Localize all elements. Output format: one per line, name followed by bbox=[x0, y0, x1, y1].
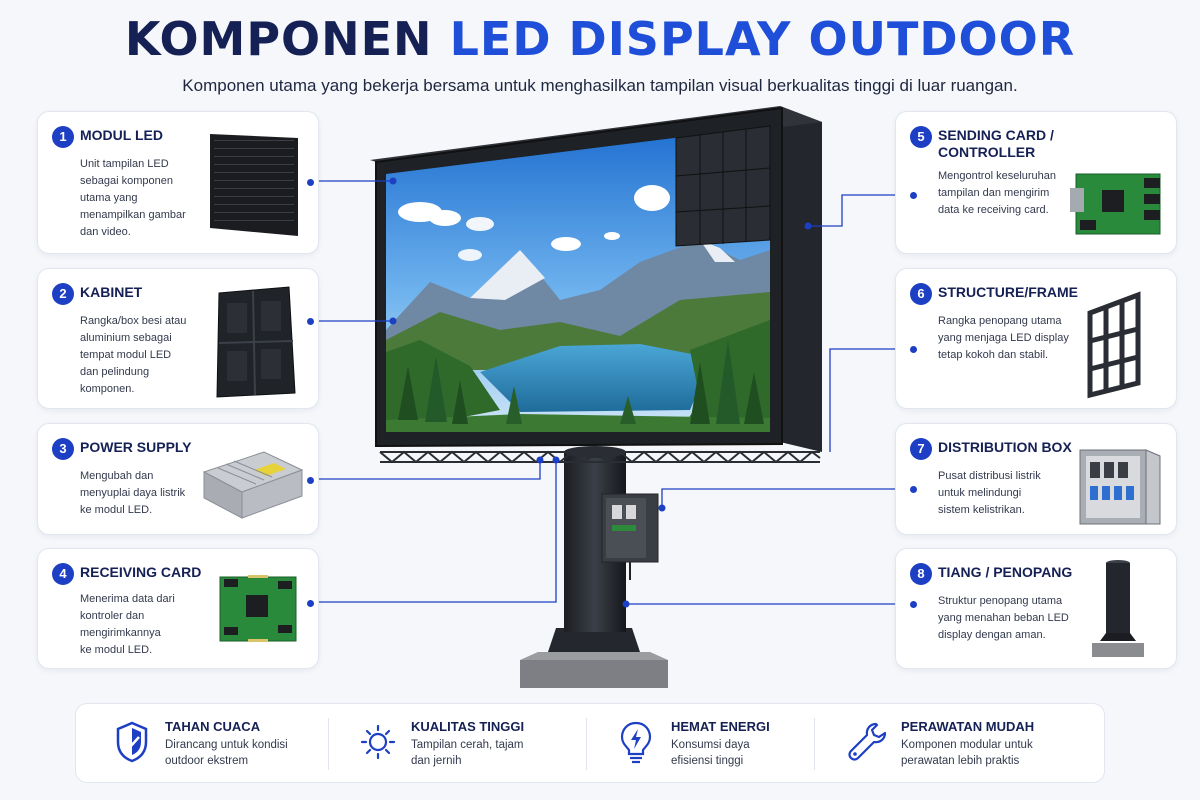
component-number: 5 bbox=[910, 126, 932, 148]
feature-description: Tampilan cerah, tajam dan jernih bbox=[411, 739, 524, 767]
component-number: 7 bbox=[910, 438, 932, 460]
connector-dot bbox=[910, 346, 917, 353]
component-number: 4 bbox=[52, 563, 74, 585]
connector-dot bbox=[307, 477, 314, 484]
title-part-2: LED DISPLAY OUTDOOR bbox=[449, 12, 1076, 66]
feature-description: Konsumsi daya efisiensi tinggi bbox=[671, 739, 750, 767]
component-card-structure-frame: 6 STRUCTURE/FRAME Rangka penopang utama … bbox=[895, 268, 1177, 409]
connector-dot bbox=[910, 192, 917, 199]
component-description: Mengontrol keseluruhan tampilan dan meng… bbox=[938, 170, 1057, 216]
feature-description: Dirancang untuk kondisi outdoor ekstrem bbox=[165, 739, 288, 767]
component-number: 8 bbox=[910, 563, 932, 585]
distribution-box-on-pole bbox=[601, 493, 659, 580]
frame-icon bbox=[1087, 291, 1141, 399]
features-bar: TAHAN CUACA Dirancang untuk kondisi outd… bbox=[75, 703, 1105, 783]
component-card-kabinet: 2 KABINET Rangka/box besi atau aluminium… bbox=[37, 268, 319, 409]
pole-icon bbox=[1092, 560, 1144, 657]
component-title: TIANG / PENOPANG bbox=[938, 564, 1073, 580]
component-title: STRUCTURE/FRAME bbox=[938, 284, 1078, 300]
cabinet-icon bbox=[216, 286, 296, 398]
component-description: Unit tampilan LED sebagai komponen utama… bbox=[80, 158, 186, 238]
component-title: POWER SUPPLY bbox=[80, 439, 192, 455]
feature-title: TAHAN CUACA bbox=[165, 719, 261, 734]
component-title: DISTRIBUTION BOX bbox=[938, 439, 1072, 455]
exposed-led-modules bbox=[675, 125, 771, 247]
feature-title: PERAWATAN MUDAH bbox=[901, 719, 1035, 734]
page-subtitle: Komponen utama yang bekerja bersama untu… bbox=[182, 76, 1018, 95]
support-truss bbox=[379, 450, 821, 464]
component-number: 2 bbox=[52, 283, 74, 305]
component-title: SENDING CARD / CONTROLLER bbox=[938, 127, 1054, 160]
title-part-1: KOMPONEN bbox=[124, 12, 450, 66]
connector-dot bbox=[307, 318, 314, 325]
component-card-sending-card: 5 SENDING CARD / CONTROLLER Mengontrol k… bbox=[895, 111, 1177, 254]
feature-tahan-cuaca: TAHAN CUACA Dirancang untuk kondisi outd… bbox=[114, 704, 334, 784]
component-card-tiang-penopang: 8 TIANG / PENOPANG Struktur penopang uta… bbox=[895, 548, 1177, 669]
component-card-power-supply: 3 POWER SUPPLY Mengubah dan menyuplai da… bbox=[37, 423, 319, 535]
connector-dot bbox=[910, 601, 917, 608]
connector-dot bbox=[307, 179, 314, 186]
feature-hemat-energi: HEMAT ENERGI Konsumsi daya efisiensi tin… bbox=[618, 704, 838, 784]
feature-description: Komponen modular untuk perawatan lebih p… bbox=[901, 739, 1033, 767]
component-description: Mengubah dan menyuplai daya listrik ke m… bbox=[80, 470, 186, 516]
component-description: Struktur penopang utama yang menahan beb… bbox=[938, 595, 1069, 641]
bulb-bolt-icon bbox=[620, 721, 652, 764]
component-description: Rangka penopang utama yang menjaga LED d… bbox=[938, 315, 1069, 361]
feature-title: KUALITAS TINGGI bbox=[411, 719, 525, 734]
power-supply-icon bbox=[202, 451, 304, 519]
component-card-modul-led: 1 MODUL LED Unit tampilan LED sebagai ko… bbox=[37, 111, 319, 254]
component-title: RECEIVING CARD bbox=[80, 564, 202, 580]
feature-title: HEMAT ENERGI bbox=[671, 719, 770, 734]
led-module-icon bbox=[210, 134, 298, 236]
feature-divider bbox=[814, 718, 815, 770]
component-title: MODUL LED bbox=[80, 127, 163, 143]
component-title: KABINET bbox=[80, 284, 143, 300]
pole-base bbox=[520, 628, 668, 688]
display-screen bbox=[386, 126, 770, 432]
component-number: 3 bbox=[52, 438, 74, 460]
component-number: 6 bbox=[910, 283, 932, 305]
receiving-card-icon bbox=[219, 575, 297, 642]
shield-check-icon bbox=[116, 721, 148, 763]
connector-dot bbox=[307, 600, 314, 607]
component-description: Rangka/box besi atau aluminium sebagai t… bbox=[80, 315, 187, 395]
feature-divider bbox=[586, 718, 587, 770]
sun-icon bbox=[360, 724, 396, 760]
page-title: KOMPONEN LED DISPLAY OUTDOOR bbox=[0, 12, 1200, 66]
component-number: 1 bbox=[52, 126, 74, 148]
sending-card-icon bbox=[1070, 173, 1161, 235]
cabinet-side bbox=[780, 106, 822, 452]
distribution-box-icon bbox=[1079, 449, 1161, 525]
component-card-distribution-box: 7 DISTRIBUTION BOX Pusat distribusi list… bbox=[895, 423, 1177, 535]
feature-perawatan-mudah: PERAWATAN MUDAH Komponen modular untuk p… bbox=[846, 704, 1086, 784]
component-card-receiving-card: 4 RECEIVING CARD Menerima data dari kont… bbox=[37, 548, 319, 669]
component-description: Pusat distribusi listrik untuk melindung… bbox=[938, 470, 1041, 516]
connector-dot bbox=[910, 486, 917, 493]
feature-kualitas-tinggi: KUALITAS TINGGI Tampilan cerah, tajam da… bbox=[360, 704, 580, 784]
wrench-icon bbox=[848, 722, 887, 761]
leader-dots bbox=[389, 177, 812, 608]
component-description: Menerima data dari kontroler dan mengiri… bbox=[80, 593, 175, 656]
leader-lines bbox=[310, 180, 912, 605]
feature-divider bbox=[328, 718, 329, 770]
